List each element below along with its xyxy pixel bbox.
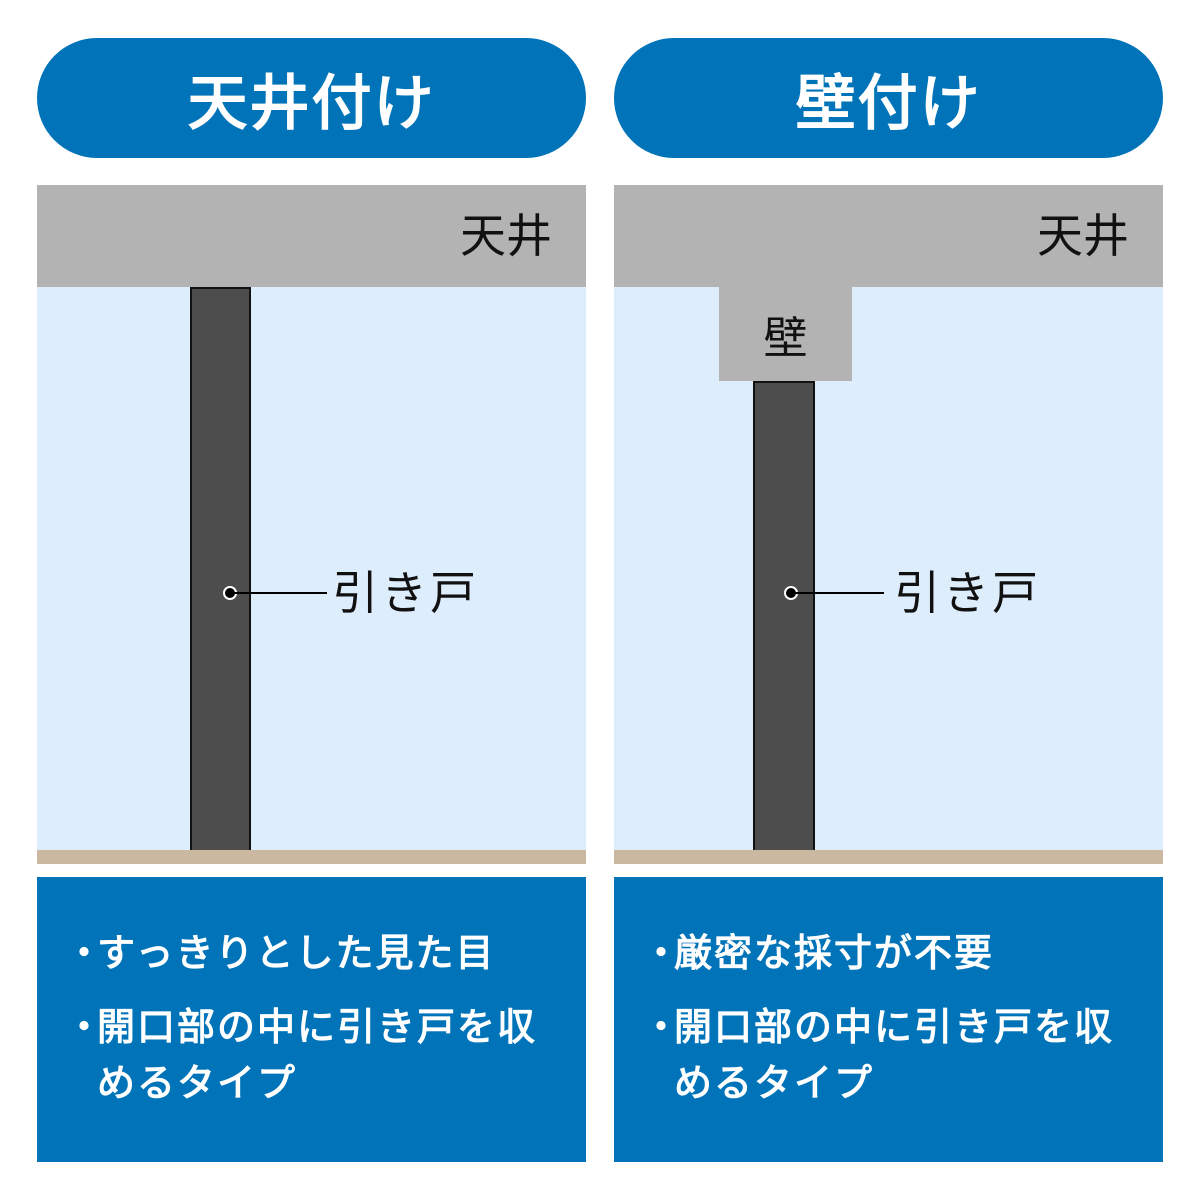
bullet-icon: ・ (65, 1005, 104, 1049)
feature-item: ・ 開口部の中に引き戸を収めるタイプ (642, 999, 1143, 1111)
leader-line (234, 592, 327, 594)
ceiling-mount-diagram: 天井 引き戸 (37, 185, 586, 864)
wall-mount-panel: 壁付け 天井 壁 引き戸 ・ 厳密な採寸が不要 ・ 開口部の中に引き戸を収めるタ… (614, 0, 1163, 1200)
ceiling-mount-features: ・ すっきりとした見た目 ・ 開口部の中に引き戸を収めるタイプ (37, 877, 586, 1162)
wall-mount-title: 壁付け (614, 38, 1163, 158)
floor (37, 850, 586, 864)
ceiling-mount-panel: 天井付け 天井 引き戸 ・ すっきりとした見た目 ・ 開口部の中に引き戸を収める… (37, 0, 586, 1200)
ceiling-label: 天井 (460, 209, 552, 263)
wall-label: 壁 (763, 313, 808, 364)
sliding-door-label: 引き戸 (894, 566, 1041, 620)
ceiling: 天井 (614, 185, 1163, 287)
bullet-icon: ・ (65, 931, 104, 975)
leader-line (795, 592, 884, 594)
ceiling-label: 天井 (1037, 209, 1129, 263)
ceiling: 天井 (37, 185, 586, 287)
feature-item: ・ 厳密な採寸が不要 (642, 925, 1143, 981)
sliding-door (753, 381, 815, 852)
floor (614, 850, 1163, 864)
wall-mount-features: ・ 厳密な採寸が不要 ・ 開口部の中に引き戸を収めるタイプ (614, 877, 1163, 1162)
bullet-icon: ・ (642, 1005, 681, 1049)
sliding-door-label: 引き戸 (332, 566, 479, 620)
feature-item: ・ すっきりとした見た目 (65, 925, 566, 981)
wall-header: 壁 (719, 287, 852, 381)
ceiling-mount-title: 天井付け (37, 38, 586, 158)
sliding-door (190, 287, 251, 852)
wall-mount-diagram: 天井 壁 引き戸 (614, 185, 1163, 864)
feature-item: ・ 開口部の中に引き戸を収めるタイプ (65, 999, 566, 1111)
bullet-icon: ・ (642, 931, 681, 975)
